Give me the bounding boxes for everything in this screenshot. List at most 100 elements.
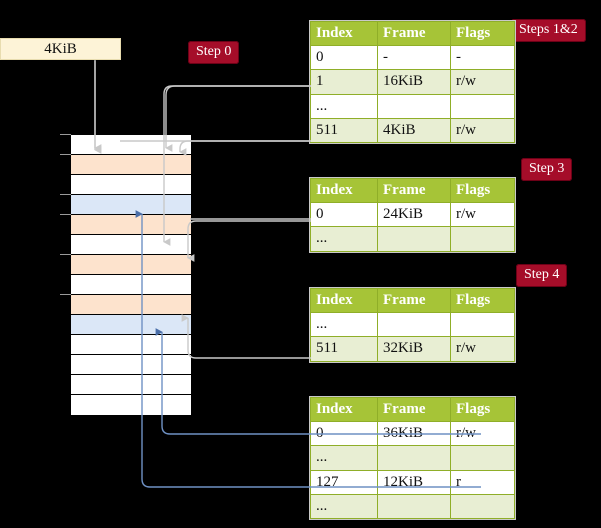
column-header-flags: Flags xyxy=(450,287,515,314)
table-row: ... xyxy=(310,93,515,119)
memory-row-tick xyxy=(60,194,71,195)
wire-pml4-511-helper xyxy=(186,130,311,150)
step-badge-step3: Step 3 xyxy=(521,158,573,181)
memory-row-tick xyxy=(60,294,71,295)
wire-c xyxy=(179,140,311,156)
step-badge-steps12: Steps 1&2 xyxy=(511,19,586,42)
cell-flags: r xyxy=(450,469,515,495)
source-frame-box: 4KiB xyxy=(0,38,121,60)
cell-flags xyxy=(450,445,515,471)
cell-flags: r/w xyxy=(450,336,515,362)
table-row: ... xyxy=(310,226,515,252)
step-badge-step3-label: Step 3 xyxy=(529,161,565,176)
cell-flags xyxy=(450,226,515,252)
table-header-row: Index Frame Flags xyxy=(310,396,515,423)
cell-flags xyxy=(450,93,515,119)
cell-flags xyxy=(450,493,515,519)
column-header-frame: Frame xyxy=(377,396,451,423)
memory-frame-row xyxy=(71,275,191,295)
cell-frame xyxy=(377,226,451,252)
cell-frame: 24KiB xyxy=(377,202,451,228)
cell-frame: 16KiB xyxy=(377,69,451,95)
cell-frame: 4KiB xyxy=(377,117,451,143)
memory-frame-row xyxy=(60,294,191,315)
cell-flags: r/w xyxy=(450,117,515,143)
memory-frame-row xyxy=(71,395,191,415)
cell-frame xyxy=(377,312,451,338)
table-header-row: Index Frame Flags xyxy=(310,20,515,47)
column-header-flags: Flags xyxy=(450,20,515,47)
step-badge-steps12-label: Steps 1&2 xyxy=(519,22,578,37)
table-header-row: Index Frame Flags xyxy=(310,287,515,314)
cell-index: 127 xyxy=(310,469,378,495)
step-badge-step0-label: Step 0 xyxy=(196,44,232,59)
source-frame-label: 4KiB xyxy=(44,40,77,57)
column-header-flags: Flags xyxy=(450,396,515,423)
cell-index: ... xyxy=(310,493,378,519)
column-header-index: Index xyxy=(310,396,378,423)
cell-frame xyxy=(377,93,451,119)
column-header-index: Index xyxy=(310,20,378,47)
cell-index: ... xyxy=(310,312,378,338)
cell-frame xyxy=(377,445,451,471)
memory-frame-row xyxy=(60,254,191,275)
cell-frame xyxy=(377,493,451,519)
table-header-row: Index Frame Flags xyxy=(310,177,515,204)
memory-frame-row xyxy=(71,335,191,355)
wire-e xyxy=(181,314,311,359)
memory-frame-row xyxy=(71,315,191,335)
memory-frame-row xyxy=(71,355,191,375)
memory-frame-row xyxy=(60,194,191,215)
cell-index: ... xyxy=(310,226,378,252)
memory-frame-row xyxy=(71,375,191,395)
step-badge-step4-label: Step 4 xyxy=(524,267,560,282)
cell-index: ... xyxy=(310,93,378,119)
step-badge-step0: Step 0 xyxy=(188,41,240,64)
cell-frame: - xyxy=(377,45,451,71)
cell-frame: 36KiB xyxy=(377,421,451,447)
cell-index: ... xyxy=(310,445,378,471)
column-header-frame: Frame xyxy=(377,20,451,47)
cell-index: 0 xyxy=(310,421,378,447)
table-row: ... xyxy=(310,312,515,338)
step-badge-step4: Step 4 xyxy=(516,264,568,287)
wire-d xyxy=(187,220,311,262)
memory-frame-row xyxy=(60,134,191,155)
column-header-index: Index xyxy=(310,177,378,204)
memory-frame-row xyxy=(60,214,191,235)
cell-index: 1 xyxy=(310,69,378,95)
wire-pdp-helper xyxy=(177,218,311,228)
cell-index: 0 xyxy=(310,202,378,228)
cell-index: 511 xyxy=(310,336,378,362)
cell-frame: 32KiB xyxy=(377,336,451,362)
cell-index: 0 xyxy=(310,45,378,71)
cell-flags: r/w xyxy=(450,69,515,95)
memory-frame-row xyxy=(71,175,191,195)
cell-flags: - xyxy=(450,45,515,71)
cell-flags xyxy=(450,312,515,338)
column-header-frame: Frame xyxy=(377,177,451,204)
memory-frame-row xyxy=(60,154,191,175)
physical-memory-block xyxy=(60,134,191,415)
memory-row-tick xyxy=(60,214,71,215)
cell-index: 511 xyxy=(310,117,378,143)
cell-frame: 12KiB xyxy=(377,469,451,495)
cell-flags: r/w xyxy=(450,421,515,447)
